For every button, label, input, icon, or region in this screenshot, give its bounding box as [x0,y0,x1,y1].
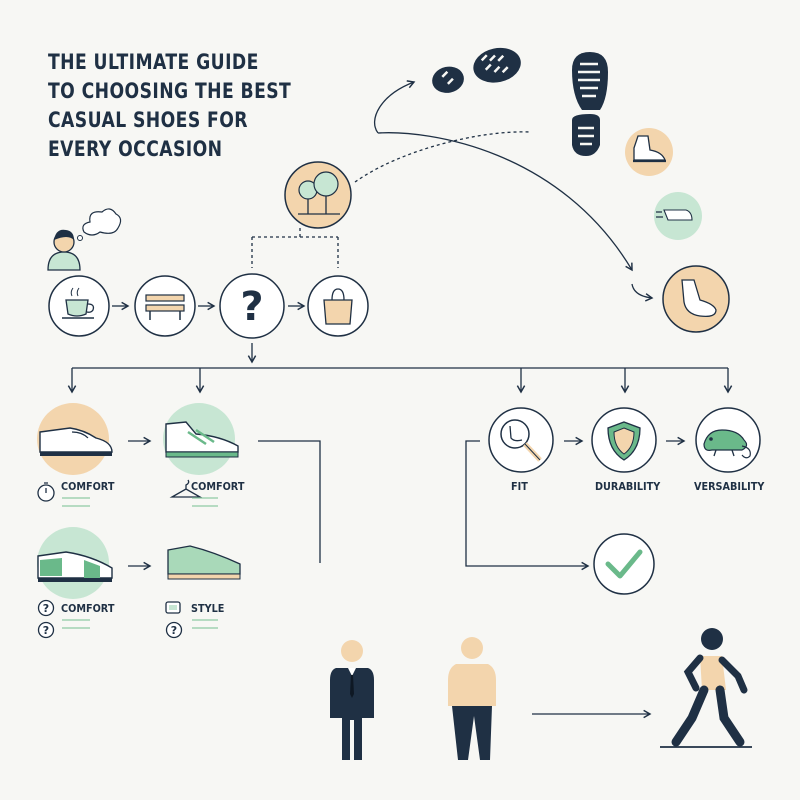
versability-label: VERSABILITY [694,480,765,493]
person-thinking-icon [47,208,122,271]
svg-text:?: ? [43,602,49,615]
loafer-comfort-label: COMFORT [61,480,115,493]
park-trees-icon [284,161,352,229]
slipon-comfort-label: COMFORT [61,602,115,615]
svg-text:?: ? [43,624,49,637]
hanger-icon [169,479,203,498]
shield-icon [591,407,657,473]
sneaker-comfort-label: COMFORT [191,480,245,493]
connectors [67,80,733,719]
coffee-cup-icon [48,275,110,337]
title-line-4: EVERY OCCASION [48,137,223,161]
arc-connector [377,132,633,272]
high-top-sneaker-icon [625,128,673,176]
title-line-2: TO CHOOSING THE BEST [48,79,292,103]
fit-to-check [465,440,590,571]
chameleon-icon [695,407,761,473]
question-circle-icon: ? ? ? [37,599,183,639]
slipon-style-label: STYLE [191,602,225,615]
arc-to-foot [631,283,654,302]
checkmark-icon [593,533,655,595]
magnifier-foot-icon [488,407,554,473]
green-slip-on-icon [167,545,241,580]
title-line-1: THE ULTIMATE GUIDE [48,50,259,74]
shopping-bag-icon [307,275,369,337]
question-mark-icon: ? [219,273,285,339]
svg-text:?: ? [171,624,177,637]
dashed-branch [251,228,339,268]
stopwatch-icon [37,482,55,502]
durability-label: DURABILITY [595,480,661,493]
svg-text:?: ? [240,284,263,330]
foot-icon [662,265,730,333]
fit-label: FIT [511,480,528,493]
bracket-line [258,440,321,563]
motion-shoe-icon [654,192,702,240]
arc-start-hook [373,80,416,134]
casual-man-figure-icon [448,637,496,760]
dashed-arc [354,131,531,183]
walking-man-figure-icon [660,628,752,748]
sneaker-icon [163,403,239,475]
style-box-icon [165,601,181,614]
bench-icon [134,275,196,337]
page-title: THE ULTIMATE GUIDE TO CHOOSING THE BEST … [48,48,292,164]
slip-on-shoe-icon [37,527,113,599]
businessman-figure-icon [330,640,374,760]
loafer-shoe-icon [37,403,113,475]
label-underlines [62,497,218,629]
shoe-sole-print-icon [432,47,521,93]
boot-sole-print-icon [572,52,608,156]
title-line-3: CASUAL SHOES FOR [48,108,248,132]
